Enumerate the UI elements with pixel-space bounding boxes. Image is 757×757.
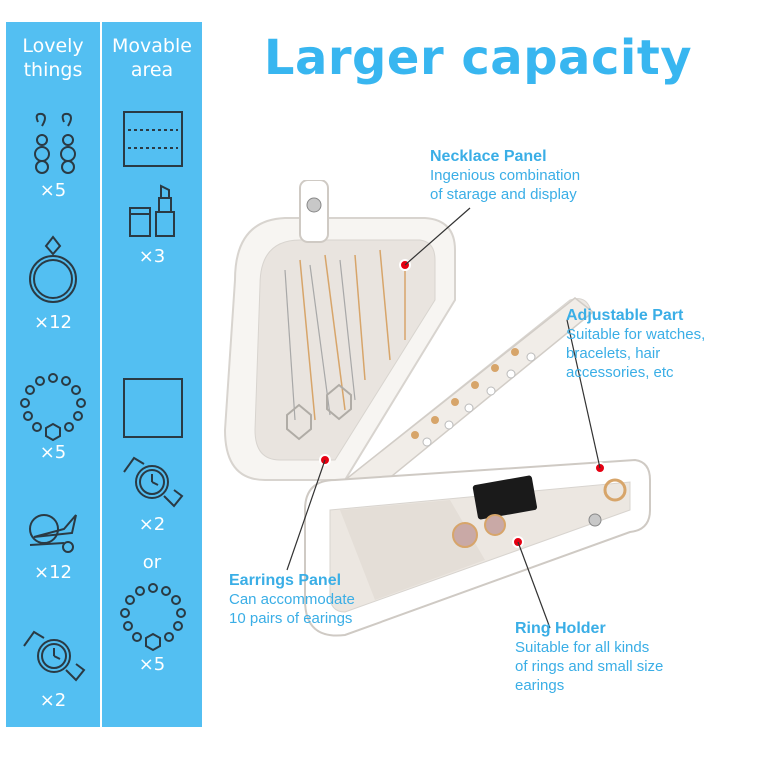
movable-area-title-text: Movable area	[112, 35, 192, 81]
ring-holder-line: Suitable for all kinds	[515, 639, 650, 656]
cosmetics-count: ×3	[138, 246, 166, 267]
earrings-panel-title: Earrings Panel	[229, 572, 342, 589]
square-compartment-icon	[123, 378, 183, 438]
watch-count-right: ×2	[138, 514, 166, 535]
ring-icon	[29, 235, 77, 303]
earrings-count: ×5	[39, 180, 67, 201]
watch-icon	[23, 630, 86, 682]
or-label: or	[142, 552, 162, 573]
cosmetics-icon	[129, 184, 175, 237]
ring-holder-line: of rings and small size	[515, 658, 664, 675]
bracelet-icon	[120, 583, 186, 652]
page-title: Larger capacity	[263, 30, 693, 86]
lovely-things-title: Lovely things	[6, 34, 100, 82]
earrings-panel-callout: Earrings Panel Can accommodate 10 pairs …	[229, 572, 355, 628]
bracelet-count: ×5	[39, 442, 67, 463]
earrings-panel-line: Can accommodate	[229, 591, 355, 608]
movable-area-title: Movable area	[102, 34, 202, 82]
ring-holder-title: Ring Holder	[515, 620, 606, 637]
ring-holder-callout: Ring Holder Suitable for all kinds of ri…	[515, 620, 663, 695]
hair-clip-count: ×12	[34, 562, 72, 583]
adjustable-part-line: bracelets, hair	[566, 345, 661, 362]
necklace-panel-line: Ingenious combination	[430, 167, 581, 184]
ring-count: ×12	[34, 312, 72, 333]
watch-count: ×2	[39, 690, 67, 711]
adjustable-part-line: accessories, etc	[566, 364, 674, 381]
lovely-things-column: Lovely things ×5 ×12	[6, 22, 100, 727]
adjustable-part-callout: Adjustable Part Suitable for watches, br…	[566, 307, 705, 382]
adjustable-part-title: Adjustable Part	[566, 307, 684, 324]
jewelry-box-illustration	[223, 180, 651, 637]
necklace-panel-title: Necklace Panel	[430, 148, 547, 165]
necklace-panel-line: of starage and display	[430, 186, 577, 203]
earrings-panel-line: 10 pairs of earings	[229, 610, 353, 627]
necklace-panel-callout: Necklace Panel Ingenious combination of …	[430, 148, 580, 204]
adjustable-part-line: Suitable for watches,	[566, 326, 706, 343]
earrings-icon	[34, 112, 76, 174]
compartment-icon	[123, 111, 183, 167]
movable-area-column: Movable area ×3	[102, 22, 202, 727]
hair-clip-icon	[29, 514, 77, 553]
watch-icon	[123, 456, 184, 508]
lovely-things-title-text: Lovely things	[22, 35, 84, 81]
ring-holder-line: earings	[515, 677, 565, 694]
sidebar: Lovely things ×5 ×12	[6, 22, 202, 727]
sidebar-divider	[100, 22, 102, 727]
bracelet-count-right: ×5	[138, 654, 166, 675]
bracelet-icon	[20, 373, 86, 442]
